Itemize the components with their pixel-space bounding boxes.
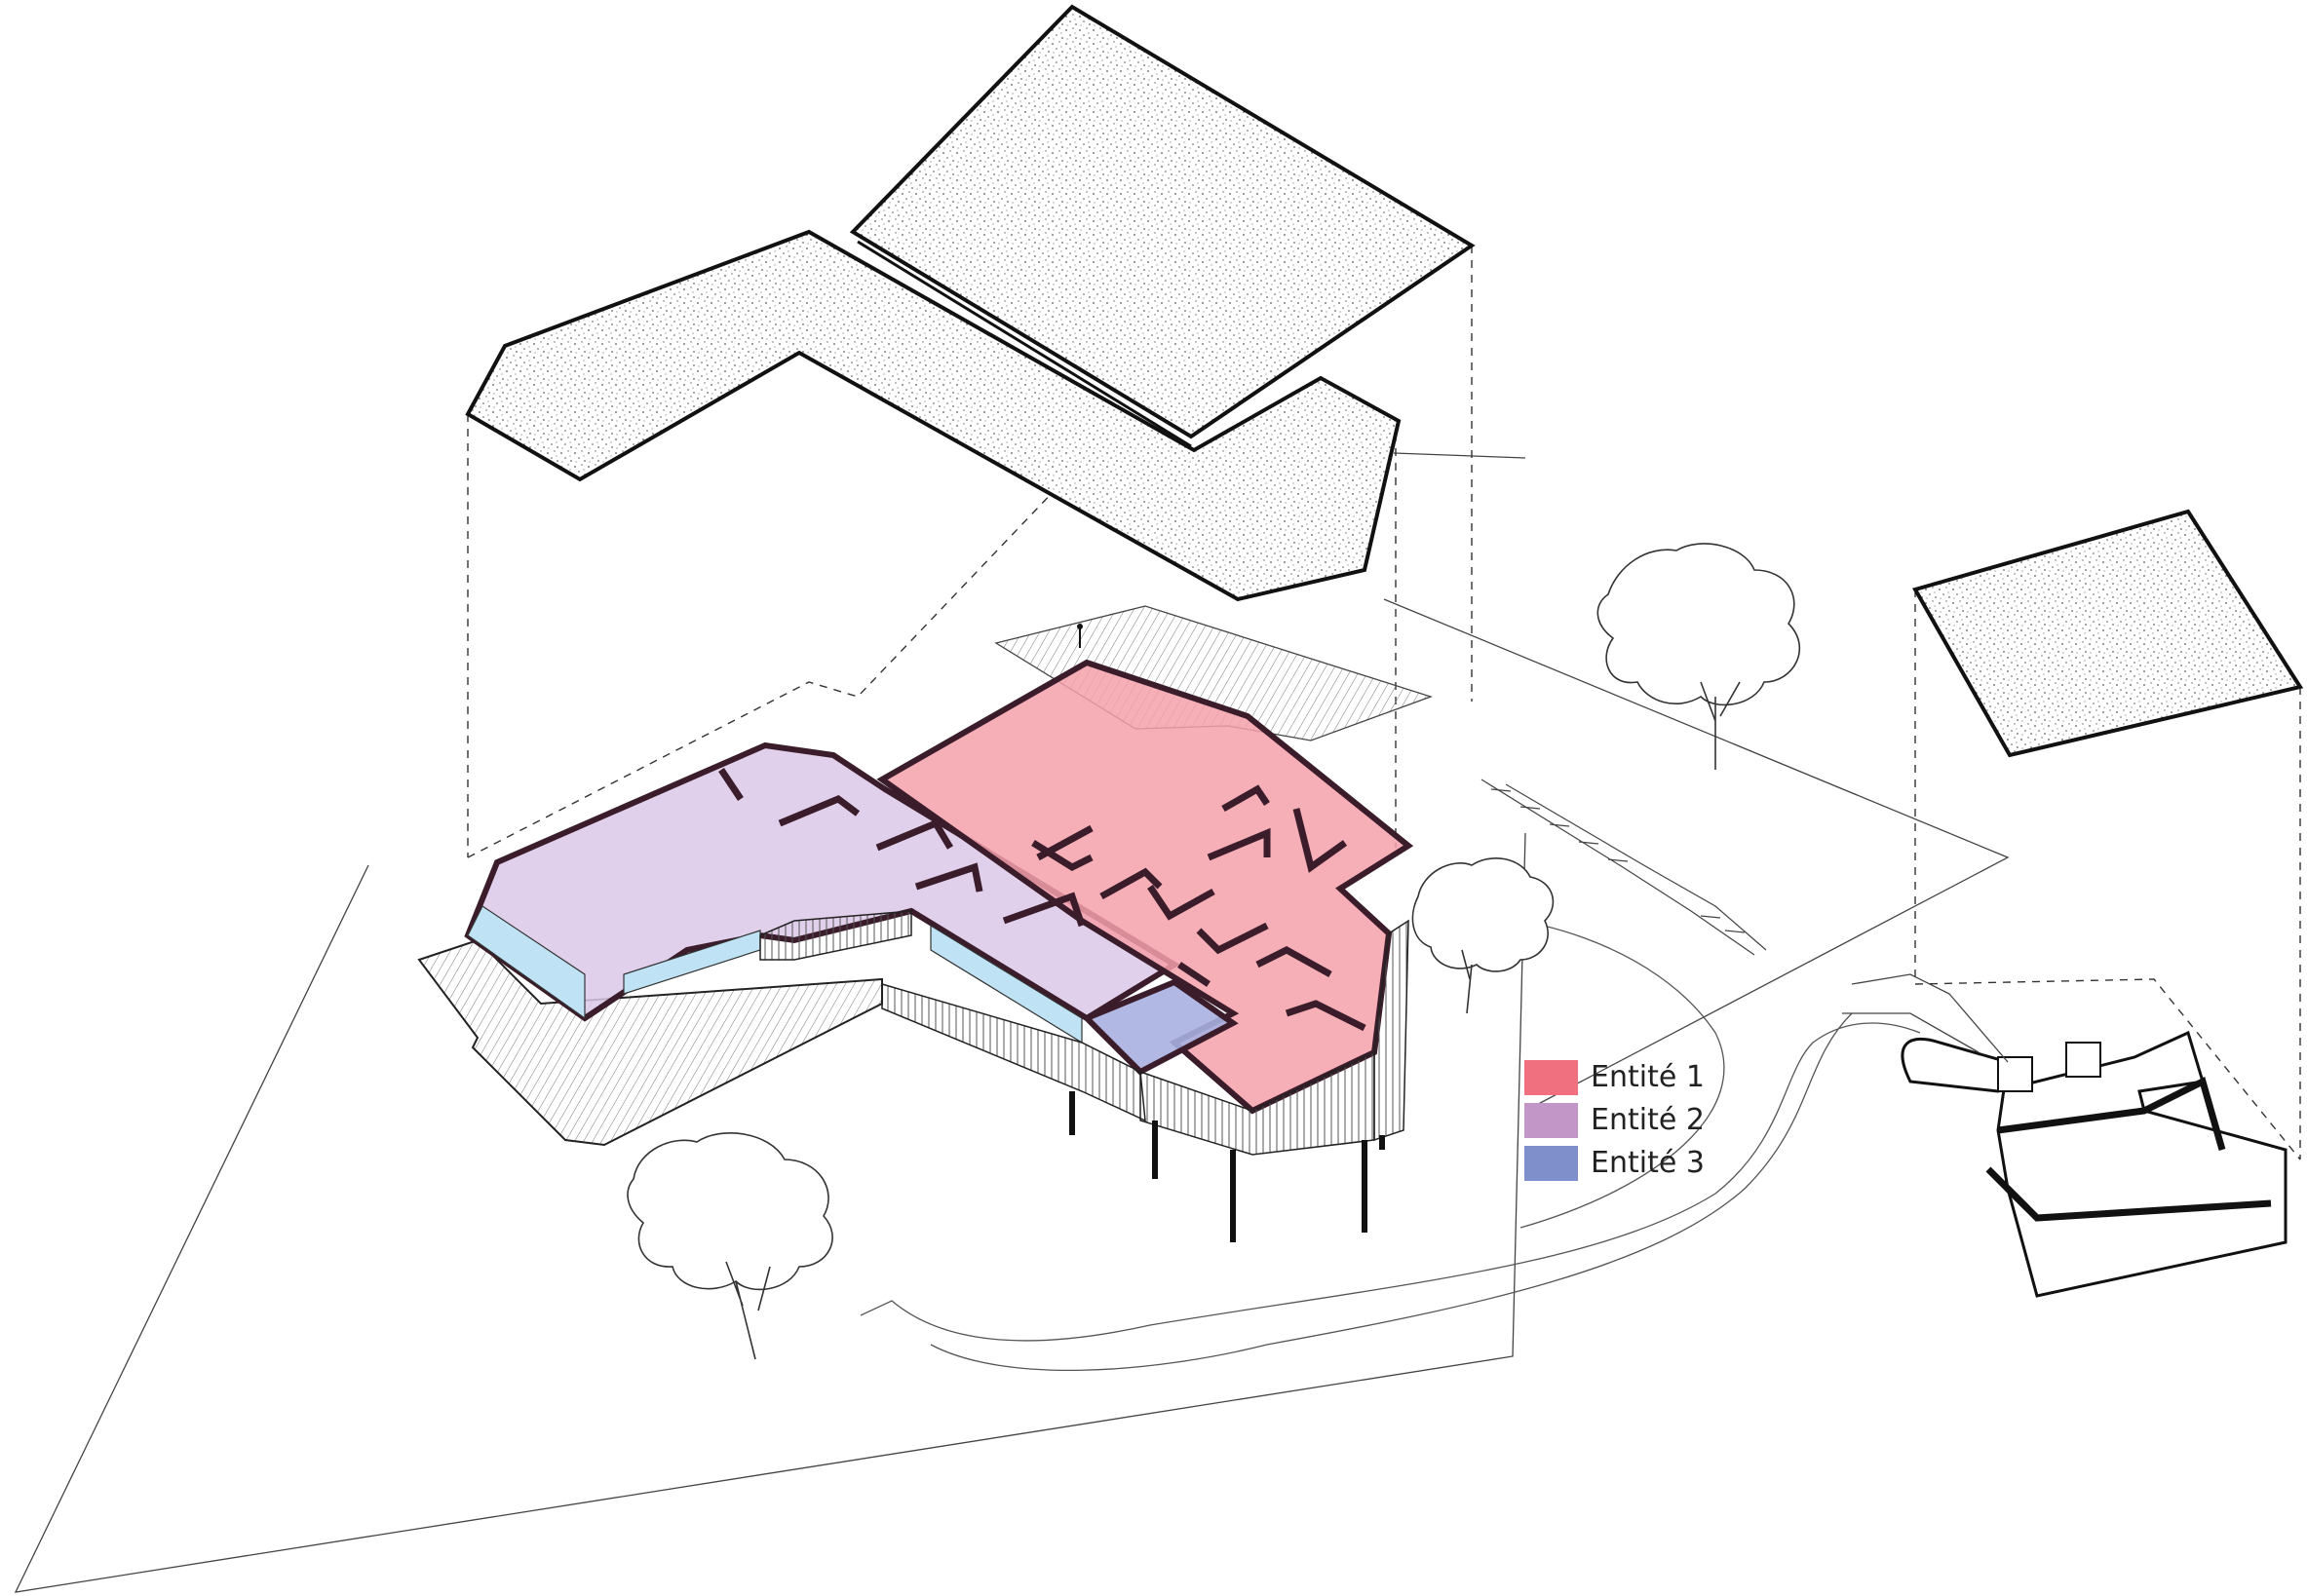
tree-bottom-left xyxy=(627,1132,833,1360)
roof-annex xyxy=(1911,509,2304,758)
columns xyxy=(1069,1091,1385,1242)
legend-label-entite-2: Entité 2 xyxy=(1591,1103,1705,1137)
facade-cladding xyxy=(759,910,1409,1156)
legend-label-entite-3: Entité 3 xyxy=(1591,1146,1705,1180)
annex-building xyxy=(1842,973,2288,1298)
roof-main-upper xyxy=(849,4,1476,448)
legend-label-entite-1: Entité 1 xyxy=(1591,1060,1705,1094)
lamp-post xyxy=(1077,624,1083,648)
projection-lines xyxy=(467,246,2301,1160)
legend-swatch-entite-2 xyxy=(1524,1103,1578,1138)
glazing-left xyxy=(467,905,1083,1045)
tree-top-right xyxy=(1596,543,1800,770)
legend-swatch-entite-3 xyxy=(1524,1146,1578,1181)
front-deck xyxy=(417,938,883,1147)
legend-swatch-entite-1 xyxy=(1524,1060,1578,1095)
tree-middle xyxy=(1411,857,1555,1014)
site-boundary xyxy=(14,452,2010,1593)
garden-stairs xyxy=(1480,779,1767,956)
entite-3-zone xyxy=(1081,978,1239,1076)
roof-main-left xyxy=(465,229,1402,602)
interior-walls xyxy=(718,768,1366,1032)
